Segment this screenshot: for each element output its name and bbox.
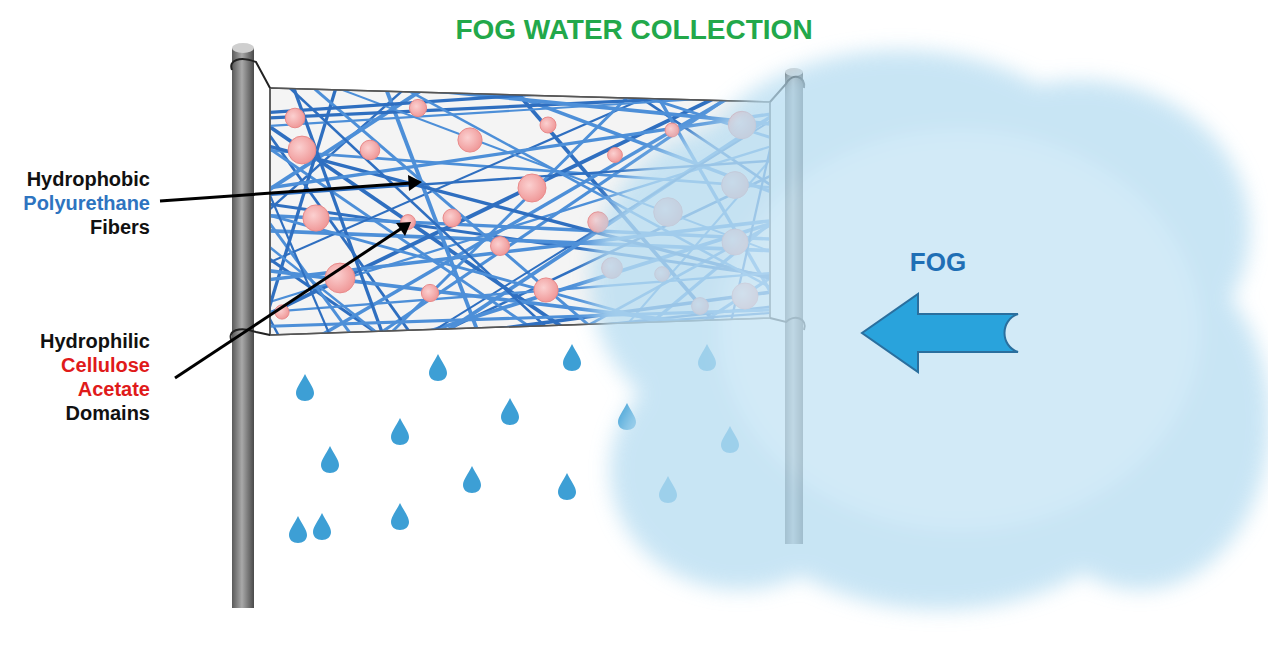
cellulose-domain xyxy=(458,128,482,152)
water-droplet xyxy=(321,446,339,473)
part-label: Hydrophobic xyxy=(27,168,150,191)
fiber xyxy=(265,184,331,338)
part-label: Polyurethane xyxy=(23,192,150,215)
fiber xyxy=(265,96,744,126)
leader-line xyxy=(175,228,402,378)
part-label: Acetate xyxy=(78,378,150,401)
fog-direction-arrow xyxy=(862,294,1018,372)
tie xyxy=(231,59,270,88)
pole-top xyxy=(232,43,254,53)
part-label: Hydrophilic xyxy=(40,330,150,353)
water-droplet xyxy=(391,503,409,530)
cellulose-domain xyxy=(534,278,558,302)
fiber xyxy=(309,84,473,89)
leader-line xyxy=(160,183,412,201)
fog-label: FOG xyxy=(910,248,966,278)
cellulose-domain xyxy=(540,117,556,133)
cellulose-domain xyxy=(421,284,438,301)
part-label: Fibers xyxy=(90,216,150,239)
cellulose-domain xyxy=(608,148,623,163)
cellulose-domain xyxy=(360,140,380,160)
cellulose-domain xyxy=(288,136,316,164)
cellulose-domain xyxy=(443,209,461,227)
fiber xyxy=(292,84,383,337)
fiber xyxy=(271,83,394,86)
water-droplet xyxy=(296,374,314,401)
part-label: Domains xyxy=(66,402,150,425)
cellulose-domain xyxy=(303,205,329,231)
cellulose-domain xyxy=(491,237,510,256)
fiber xyxy=(324,84,338,86)
fiber xyxy=(285,83,550,330)
leader-arrowhead xyxy=(408,175,422,191)
fog-cloud xyxy=(590,50,1268,610)
cellulose-domain xyxy=(518,174,546,202)
fiber xyxy=(614,93,730,96)
water-droplet xyxy=(429,354,447,381)
water-droplet xyxy=(391,418,409,445)
fiber xyxy=(264,147,267,209)
water-droplet xyxy=(501,398,519,425)
fiber xyxy=(265,146,536,331)
cellulose-domain xyxy=(409,99,426,116)
water-droplet xyxy=(463,466,481,493)
water-droplet xyxy=(289,516,307,543)
fiber xyxy=(265,124,566,330)
water-droplet xyxy=(563,344,581,371)
water-droplet xyxy=(313,513,331,540)
fiber xyxy=(263,244,267,306)
part-label: Cellulose xyxy=(61,354,150,377)
cellulose-domain xyxy=(665,123,679,137)
fiber xyxy=(263,197,266,263)
cellulose-domain xyxy=(285,108,305,128)
diagram-title: FOG WATER COLLECTION xyxy=(455,14,812,46)
fiber xyxy=(474,332,518,333)
water-droplet xyxy=(558,473,576,500)
leader-arrowhead xyxy=(396,222,411,236)
